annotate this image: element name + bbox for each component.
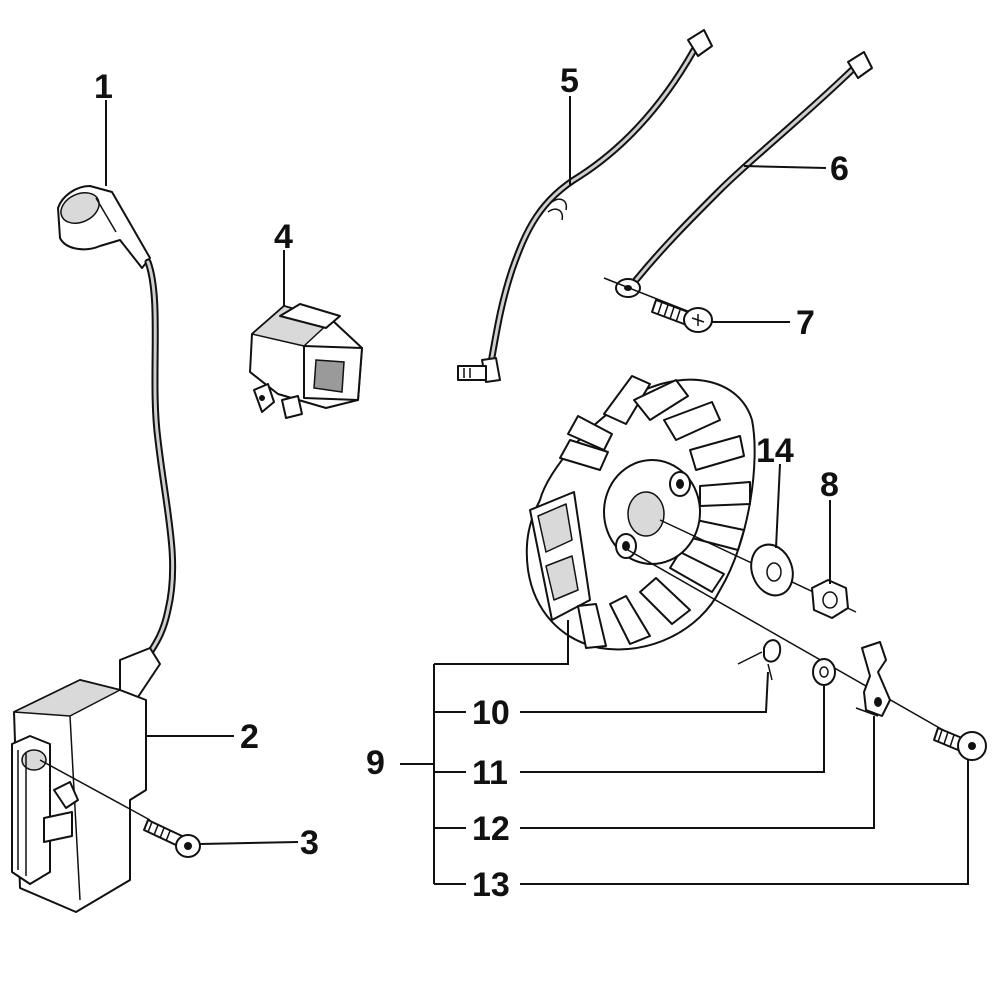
callout-2: 2 [240,718,259,756]
callout-8: 8 [820,466,839,504]
ignition-module [11,647,161,913]
washer-11 [812,658,836,686]
callout-6: 6 [830,150,849,188]
callout-3: 3 [300,824,319,862]
callout-14: 14 [756,432,794,470]
callout-11: 11 [472,754,508,792]
spark-plug-cap [57,185,151,269]
leader-lines [105,96,969,885]
coil-screw [39,759,201,858]
flywheel [525,375,756,651]
callout-12: 12 [472,810,510,848]
washer-14 [750,543,794,597]
callout-7: 7 [796,304,815,342]
callout-13: 13 [472,866,510,904]
callout-9: 9 [366,744,385,782]
pawl-12 [855,641,891,717]
callout-5: 5 [560,62,579,100]
ht-lead-wire [142,258,177,664]
wire-6 [603,51,873,317]
stop-switch [249,303,363,419]
wire-5 [457,29,713,383]
callout-10: 10 [472,694,510,732]
spring-10 [737,639,782,681]
callout-1: 1 [94,68,113,106]
callout-4: 4 [274,218,293,256]
pawl-axis-line [627,549,965,743]
nut-8 [811,579,849,619]
screw-7 [651,299,713,333]
screw-13 [933,727,987,761]
